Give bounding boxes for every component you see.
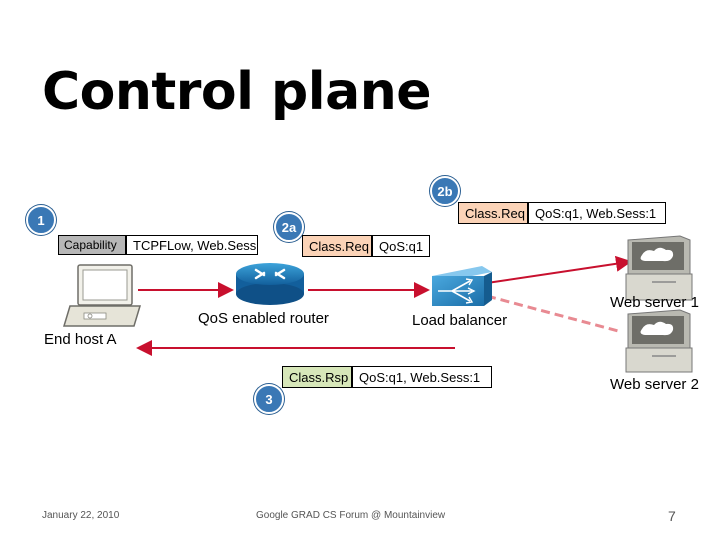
classreq-router-box: Class.Req	[302, 235, 372, 257]
router-icon	[236, 263, 304, 305]
footer-date: January 22, 2010	[42, 510, 120, 521]
web-server-1-icon	[625, 235, 693, 301]
end-host-label: End host A	[44, 331, 117, 348]
load-balancer-label: Load balancer	[412, 312, 508, 329]
page-number: 7	[668, 508, 676, 524]
capability-box: Capability	[58, 235, 126, 255]
step-badge-1: 1	[26, 205, 56, 235]
qos-rsp-box: QoS:q1, Web.Sess:1	[352, 366, 492, 388]
web-server-2-icon	[625, 309, 693, 373]
web-server-1-label: Web server 1	[610, 294, 699, 311]
router-label: QoS enabled router	[198, 310, 329, 327]
classrsp-box: Class.Rsp	[282, 366, 352, 388]
step-badge-2b: 2b	[430, 176, 460, 206]
web-server-2-label: Web server 2	[610, 376, 699, 393]
step-badge-2a: 2a	[274, 212, 304, 242]
load-balancer-icon	[432, 266, 492, 306]
footer-event: Google GRAD CS Forum @ Mountainview	[256, 510, 446, 521]
dashed-lb-to-ws2	[486, 294, 623, 334]
step-badge-3: 3	[254, 384, 284, 414]
tcpflow-box: TCPFLow, Web.Sess	[126, 235, 258, 255]
classreq-lb-box: Class.Req	[458, 202, 528, 224]
page-title: Control plane	[42, 62, 431, 122]
qos-router-box: QoS:q1	[372, 235, 430, 257]
laptop-icon	[62, 264, 142, 327]
qos-lb-box: QoS:q1, Web.Sess:1	[528, 202, 666, 224]
arrow-lb-to-ws1	[486, 255, 632, 284]
